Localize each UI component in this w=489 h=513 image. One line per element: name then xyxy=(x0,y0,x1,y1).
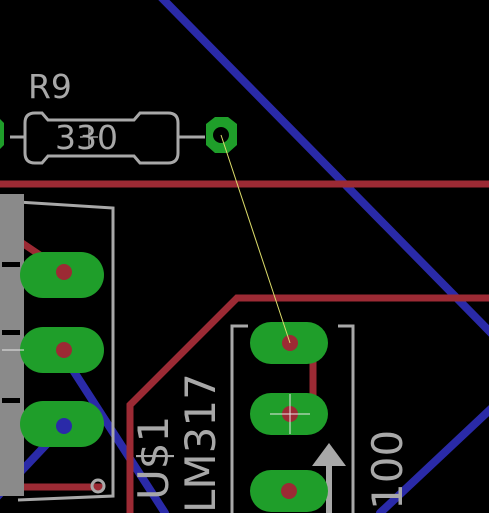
u1-pad-2-drill xyxy=(56,342,72,358)
bottom-trace-diagonal-top[interactable] xyxy=(158,0,489,337)
r9-body-outline[interactable] xyxy=(23,111,180,165)
r9-name-label[interactable]: R9 xyxy=(28,67,72,106)
trimmer-pad-3-drill xyxy=(281,483,297,499)
r9-pad-1[interactable] xyxy=(0,115,4,153)
silkscreen-outlines xyxy=(10,111,355,513)
top-trace-angled-net[interactable] xyxy=(126,294,489,513)
trimmer-arrow-symbol xyxy=(312,443,346,513)
trimmer-value-label[interactable]: 100 xyxy=(363,430,412,510)
u1-tab-slots xyxy=(2,262,20,403)
u1-name-label[interactable]: U$1 xyxy=(129,416,178,500)
origin-crosshairs xyxy=(2,128,310,434)
u1-outline[interactable] xyxy=(17,200,115,502)
trimmer-outline-left[interactable] xyxy=(230,324,248,513)
u1-pad-3-drill xyxy=(56,418,72,434)
trimmer-outline-right[interactable] xyxy=(338,324,355,513)
u1-pin1-marker xyxy=(90,478,106,494)
u1-heatsink-tab[interactable] xyxy=(0,194,24,496)
u1-pad-1-drill xyxy=(56,264,72,280)
r9-value-label[interactable]: 330 xyxy=(55,118,118,157)
u1-value-label[interactable]: LM317 xyxy=(176,373,225,513)
airwire[interactable] xyxy=(220,134,291,344)
bottom-trace-right-edge[interactable] xyxy=(376,405,489,513)
